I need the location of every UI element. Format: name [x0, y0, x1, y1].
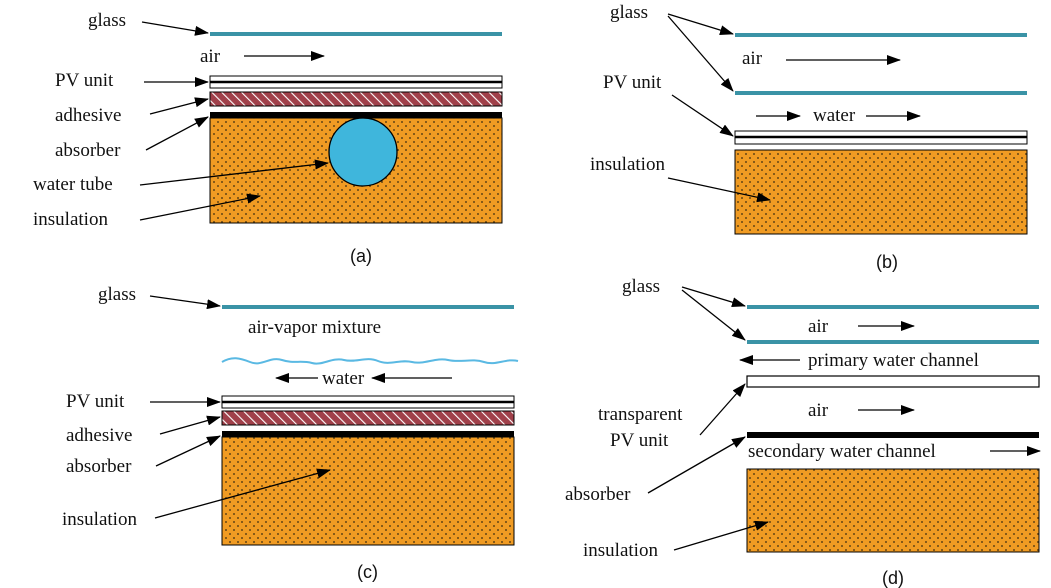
glass-label: glass — [622, 276, 660, 297]
adhesive-leader — [159, 415, 221, 435]
air-label: air — [200, 46, 221, 67]
absorber-layer — [222, 431, 514, 437]
glass-label: glass — [98, 284, 136, 305]
insulation-label: insulation — [33, 209, 108, 230]
transparent-pv-unit-leader — [699, 383, 746, 436]
transparent-pv-unit-label: PV unit — [610, 430, 669, 451]
glass-label: glass — [610, 2, 648, 23]
pv-unit-label: PV unit — [55, 70, 114, 91]
secondary-channel-label: secondary water channel — [748, 441, 936, 462]
insulation-label: insulation — [62, 509, 137, 530]
water-label: water — [322, 368, 365, 389]
glass-leader — [149, 295, 221, 310]
glass-leader — [141, 21, 209, 36]
absorber-leader — [647, 436, 746, 494]
absorber-layer — [210, 112, 502, 118]
adhesive-label: adhesive — [55, 105, 121, 126]
absorber-leader — [145, 116, 209, 151]
air-label: air — [742, 48, 763, 69]
insulation-label: insulation — [583, 540, 658, 561]
panel-a-caption: (a) — [350, 246, 372, 266]
glass-leader-top — [667, 13, 734, 35]
air-vapor-label: air-vapor mixture — [248, 317, 381, 338]
absorber-leader — [155, 435, 221, 467]
panel-b-caption: (b) — [876, 252, 898, 272]
adhesive-layer — [209, 91, 503, 107]
insulation-leader — [139, 193, 261, 221]
pv-unit-leader — [671, 94, 734, 137]
air-mid-label: air — [808, 400, 829, 421]
insulation-label: insulation — [590, 154, 665, 175]
panel-b: glass air water PV unit insulation (b) — [590, 2, 1028, 272]
adhesive-label: adhesive — [66, 425, 132, 446]
water-surface-wave — [221, 357, 519, 365]
adhesive-layer — [221, 410, 515, 426]
adhesive-leader — [149, 97, 209, 115]
panel-c-caption: (c) — [357, 562, 378, 582]
transparent-label: transparent — [598, 404, 683, 425]
pv-unit-label: PV unit — [66, 391, 125, 412]
insulation-leader — [667, 177, 771, 203]
glass-label: glass — [88, 10, 126, 31]
pv-unit-label: PV unit — [603, 72, 662, 93]
absorber-layer — [747, 432, 1039, 438]
insulation-leader — [154, 468, 331, 519]
glass-leader-bottom — [667, 15, 734, 92]
panel-c: glass air-vapor mixture water PV unit ad… — [62, 284, 519, 582]
absorber-label: absorber — [55, 140, 121, 161]
transparent-pv-unit-layer — [746, 375, 1040, 388]
water-label: water — [813, 105, 856, 126]
water-tube-leader — [139, 159, 329, 186]
glass-leader-top — [681, 286, 746, 308]
water-tube-label: water tube — [33, 174, 113, 195]
absorber-label: absorber — [66, 456, 132, 477]
panel-d: glass air primary water channel transpar… — [565, 276, 1041, 588]
primary-channel-label: primary water channel — [808, 350, 979, 371]
panel-d-caption: (d) — [882, 568, 904, 588]
water-tube — [328, 117, 398, 187]
insulation-leader — [673, 520, 769, 551]
absorber-label: absorber — [565, 484, 631, 505]
air-top-label: air — [808, 316, 829, 337]
glass-leader-bottom — [681, 289, 746, 341]
panel-a: glass air PV unit adhesive absorber wate… — [33, 10, 503, 266]
